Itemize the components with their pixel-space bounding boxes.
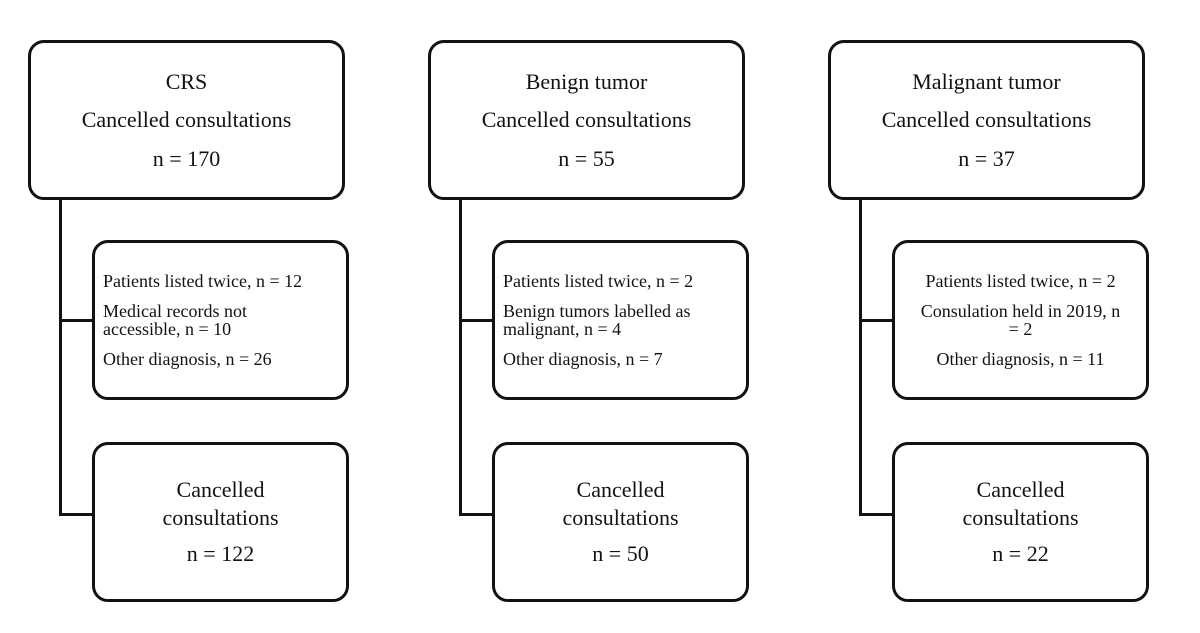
source-box-benign-tumor: Benign tumor Cancelled consultations n =… xyxy=(428,40,745,200)
box-count: n = 55 xyxy=(558,145,615,171)
connector-branch-exclusion-benign-tumor xyxy=(459,319,495,322)
exclusion-item: Other diagnosis, n = 7 xyxy=(503,349,663,369)
box-count: n = 37 xyxy=(958,145,1015,171)
box-subtitle: Cancelled consultations xyxy=(481,107,692,133)
connector-branch-result-benign-tumor xyxy=(459,513,495,516)
box-label: Cancelled consultations xyxy=(962,476,1079,530)
exclusion-box-malignant-tumor: Patients listed twice, n = 2 Consulation… xyxy=(892,240,1149,400)
connector-vertical-crs xyxy=(59,198,62,516)
box-label: Cancelled consultations xyxy=(162,476,279,530)
box-title: Benign tumor xyxy=(525,69,648,95)
result-box-crs: Cancelled consultations n = 122 xyxy=(92,442,349,602)
box-count: n = 122 xyxy=(186,541,255,567)
box-title: CRS xyxy=(165,69,208,95)
box-count: n = 170 xyxy=(152,145,221,171)
connector-branch-result-crs xyxy=(59,513,95,516)
exclusion-box-benign-tumor: Patients listed twice, n = 2 Benign tumo… xyxy=(492,240,749,400)
exclusion-item: Other diagnosis, n = 11 xyxy=(936,349,1105,369)
result-box-benign-tumor: Cancelled consultations n = 50 xyxy=(492,442,749,602)
exclusion-item: Patients listed twice, n = 2 xyxy=(503,271,694,291)
exclusion-item: Other diagnosis, n = 26 xyxy=(103,349,272,369)
source-box-malignant-tumor: Malignant tumor Cancelled consultations … xyxy=(828,40,1145,200)
box-title: Malignant tumor xyxy=(912,69,1061,95)
exclusion-item: Patients listed twice, n = 12 xyxy=(103,271,303,291)
box-count: n = 50 xyxy=(592,541,649,567)
box-subtitle: Cancelled consultations xyxy=(881,107,1092,133)
source-box-crs: CRS Cancelled consultations n = 170 xyxy=(28,40,345,200)
exclusion-item: Consulation held in 2019, n = 2 xyxy=(920,301,1121,339)
result-box-malignant-tumor: Cancelled consultations n = 22 xyxy=(892,442,1149,602)
connector-vertical-benign-tumor xyxy=(459,198,462,516)
box-label: Cancelled consultations xyxy=(562,476,679,530)
connector-branch-result-malignant-tumor xyxy=(859,513,895,516)
connector-branch-exclusion-malignant-tumor xyxy=(859,319,895,322)
connector-branch-exclusion-crs xyxy=(59,319,95,322)
exclusion-item: Patients listed twice, n = 2 xyxy=(925,271,1116,291)
exclusion-box-crs: Patients listed twice, n = 12 Medical re… xyxy=(92,240,349,400)
exclusion-item: Medical records not accessible, n = 10 xyxy=(103,301,247,339)
box-subtitle: Cancelled consultations xyxy=(81,107,292,133)
box-count: n = 22 xyxy=(992,541,1049,567)
connector-vertical-malignant-tumor xyxy=(859,198,862,516)
exclusion-item: Benign tumors labelled as malignant, n =… xyxy=(503,301,691,339)
